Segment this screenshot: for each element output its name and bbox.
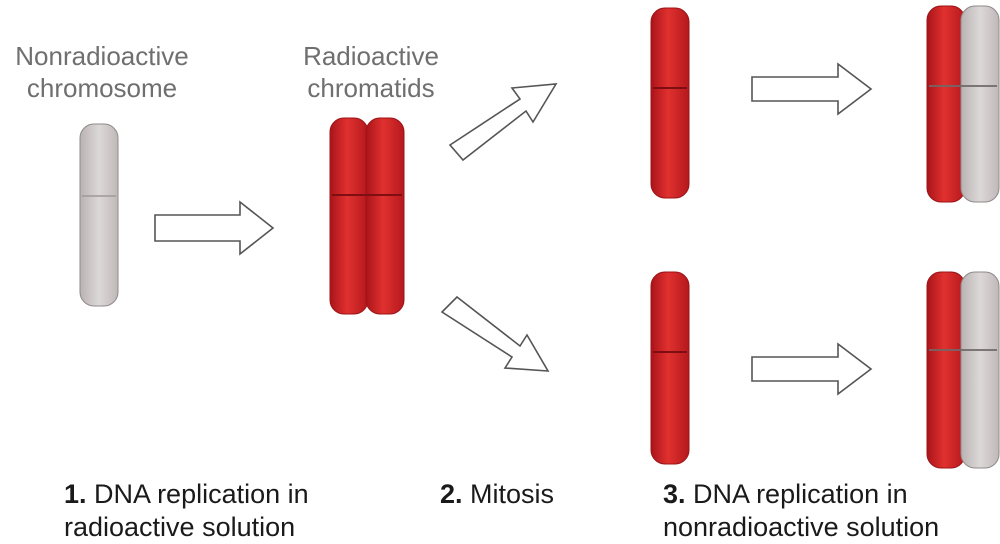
label-line-2: chromosome	[26, 73, 178, 103]
label-line-1: Radioactive	[303, 41, 439, 71]
result-chromosome-top	[926, 5, 1000, 203]
step-text: DNA replication in	[693, 479, 908, 509]
daughter-chromosome-top	[650, 7, 690, 199]
radioactive-chromatids	[329, 117, 405, 315]
result-chromosome-bottom	[926, 271, 1000, 469]
step-text: Mitosis	[470, 479, 555, 509]
step-text-line-2: radioactive solution	[64, 512, 296, 542]
step-text: DNA replication in	[94, 479, 309, 509]
nonradioactive-chromosome	[79, 123, 119, 307]
replication-arrow-bottom	[751, 342, 873, 396]
step-text-line-2: nonradioactive solution	[663, 512, 940, 542]
mitosis-arrow-down	[440, 295, 550, 372]
mitosis-arrow-up	[448, 83, 558, 162]
radioactive-chromatids-label: Radioactive chromatids	[276, 40, 466, 104]
replication-arrow-1	[154, 200, 275, 256]
label-line-1: Nonradioactive	[15, 41, 189, 71]
step-2-caption: 2. Mitosis	[440, 478, 554, 511]
step-number: 1.	[64, 479, 87, 509]
step-number: 3.	[663, 479, 686, 509]
step-3-caption: 3. DNA replication in nonradioactive sol…	[663, 478, 939, 544]
label-line-2: chromatids	[307, 73, 435, 103]
nonradioactive-chromosome-label: Nonradioactive chromosome	[0, 40, 210, 104]
step-1-caption: 1. DNA replication in radioactive soluti…	[64, 478, 309, 544]
replication-arrow-top	[751, 62, 873, 116]
step-number: 2.	[440, 479, 463, 509]
daughter-chromosome-bottom	[650, 271, 690, 465]
